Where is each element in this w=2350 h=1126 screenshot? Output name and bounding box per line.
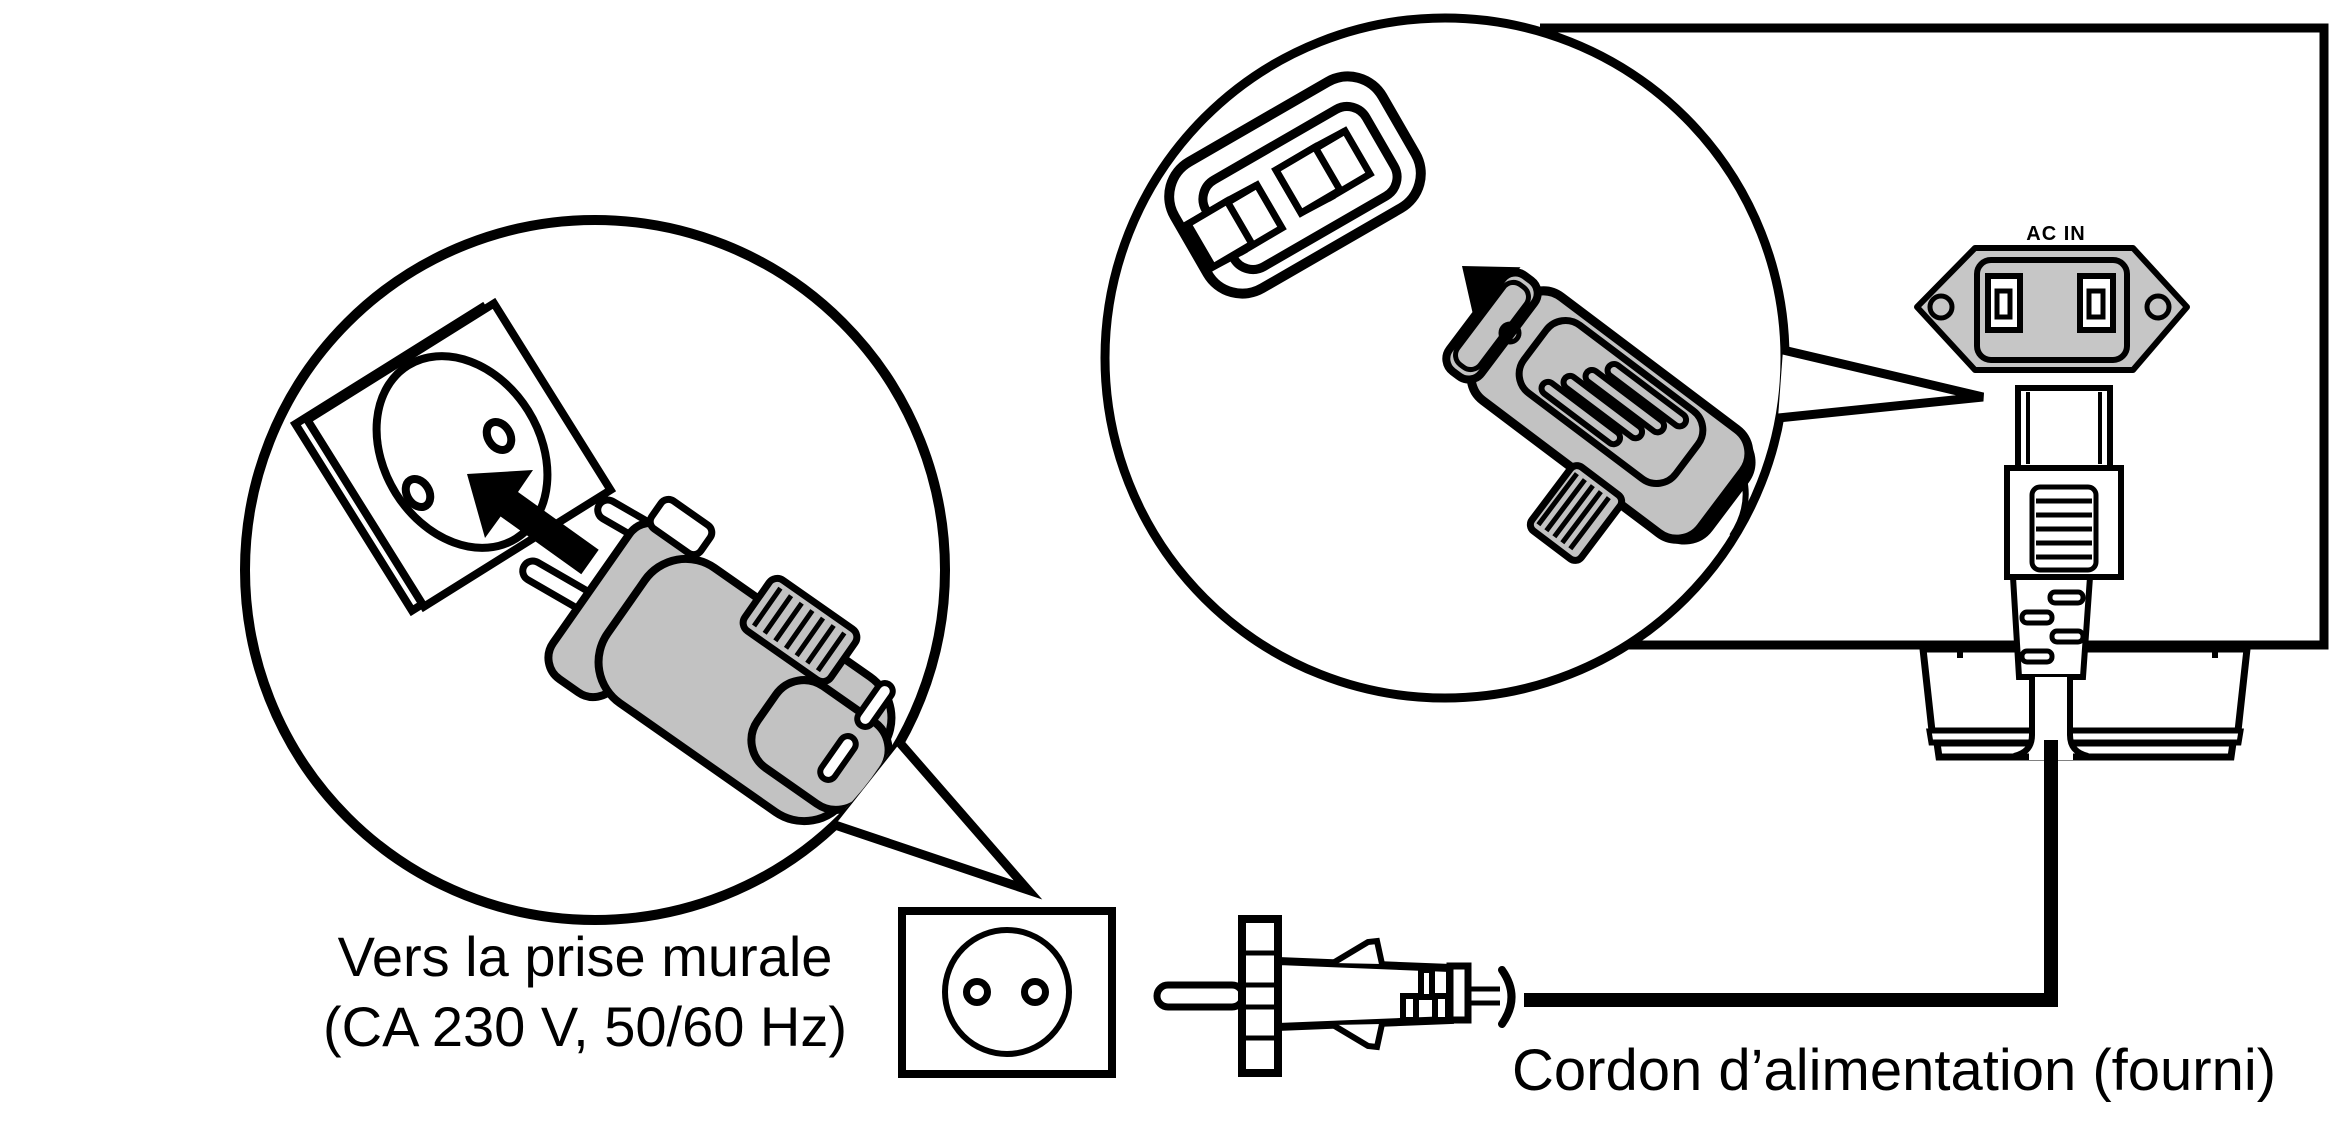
schematic-notch-3 — [1432, 993, 1451, 1023]
strain-slot-2 — [2019, 609, 2055, 626]
magnified-pin-right — [1271, 126, 1375, 218]
wall-outlet-caption-line1: Vers la prise murale — [338, 925, 833, 988]
connector-dot — [1498, 321, 1522, 345]
magnifier-circle-left — [240, 215, 950, 925]
connector-vent-panel — [1515, 316, 1707, 488]
ac-inlet-slot-left — [1985, 273, 2023, 333]
strain-slot-1 — [2047, 589, 2086, 606]
magnifier-pointer-fill-left — [835, 743, 1028, 890]
device-foot — [1919, 645, 2251, 761]
power-cord-line — [1524, 740, 2058, 1007]
arrow-icon — [467, 470, 599, 575]
magnified-connector — [1442, 268, 1756, 564]
power-cord-caption: Cordon d’alimentation (fourni) — [1512, 1038, 2276, 1103]
magnifier-pointer — [1777, 345, 1985, 423]
magnifier-pointer-left — [833, 740, 1043, 900]
foot-notches — [1957, 645, 2218, 658]
connector-latch — [1526, 462, 1626, 564]
ac-inlet-screw-hole-right — [2144, 293, 2172, 321]
connector-neck-lines — [2026, 392, 2102, 464]
wall-outlet-schematic — [898, 907, 1116, 1078]
schematic-stub — [1468, 986, 1500, 1006]
ac-inlet-screw-hole-left — [1927, 293, 1955, 321]
plug-ear — [646, 495, 716, 559]
magnified-pin-left — [1183, 180, 1287, 272]
schematic-clip-bottom — [1331, 1022, 1385, 1051]
cord-flare-right — [2067, 677, 2089, 759]
wall-outlet-magnifier — [240, 215, 1043, 925]
inlet-magnifier — [1100, 13, 1985, 703]
ac-inlet-pin-right — [2086, 288, 2106, 320]
plug-boot-slot-1 — [854, 680, 896, 730]
schematic-notch-1 — [1418, 967, 1435, 1000]
outlet-hole-top — [482, 418, 516, 454]
plug-grip — [739, 574, 861, 686]
cord-flare-left — [2013, 677, 2035, 759]
ac-inlet-pin-left — [1994, 288, 2013, 320]
outlet-hole-left — [963, 978, 991, 1006]
ac-inlet — [1914, 245, 2190, 373]
strain-slot-4 — [2019, 648, 2055, 665]
connector-grip-ridges — [2036, 498, 2092, 560]
strain-slot-3 — [2049, 628, 2086, 645]
mains-plug — [519, 495, 896, 826]
outlet-hole-right — [1021, 978, 1049, 1006]
schematic-flange — [1238, 915, 1282, 1077]
plug-schematic — [1153, 915, 1516, 1077]
connector-grip — [2029, 484, 2099, 573]
ac-in-label: AC IN — [2026, 223, 2085, 245]
foot-plate-lower — [1932, 739, 2238, 761]
wall-outlet-caption-line2: (CA 230 V, 50/60 Hz) — [323, 995, 847, 1058]
cord-end-curve — [1498, 966, 1516, 1028]
ac-inlet-slot-right — [2077, 273, 2116, 333]
schematic-prong — [1153, 981, 1247, 1011]
connector-neck — [2015, 385, 2113, 471]
outlet-hole-bottom — [401, 475, 435, 511]
power-cord-connector — [2004, 385, 2124, 760]
outlet-circle — [942, 927, 1072, 1057]
schematic-notch-2 — [1400, 993, 1419, 1023]
schematic-flange-lines — [1242, 950, 1278, 1041]
schematic-clip-top — [1331, 937, 1385, 966]
plug-boot-slot-2 — [817, 733, 859, 783]
connector-body — [2004, 465, 2124, 580]
schematic-endcap — [1446, 962, 1472, 1024]
